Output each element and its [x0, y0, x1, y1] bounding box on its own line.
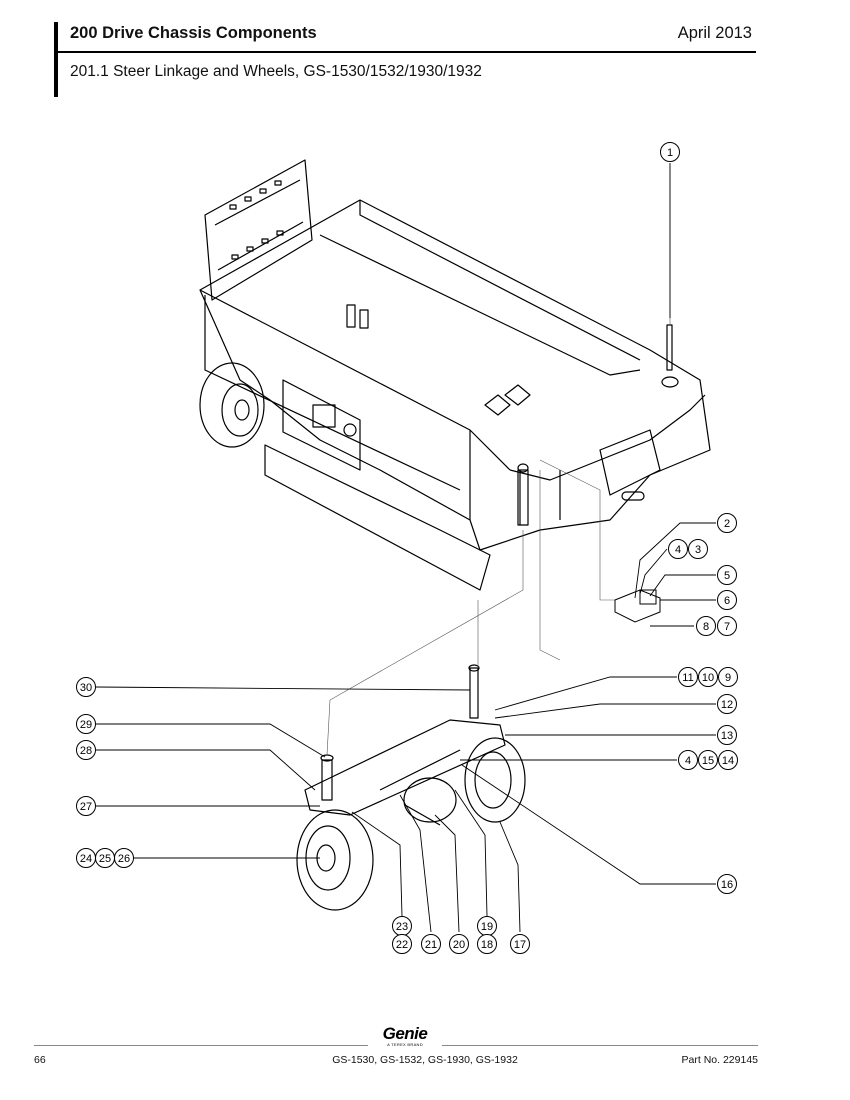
- callout-26: 26: [114, 848, 134, 868]
- footer-models: GS-1530, GS-1532, GS-1930, GS-1932: [332, 1054, 518, 1066]
- callout-4a: 4: [668, 539, 688, 559]
- callout-17: 17: [510, 934, 530, 954]
- callout-14: 14: [718, 750, 738, 770]
- svg-text:16: 16: [721, 879, 733, 891]
- callout-13: 13: [717, 725, 737, 745]
- callout-22: 22: [392, 934, 412, 954]
- page-number: 66: [34, 1054, 46, 1066]
- callout-5: 5: [717, 565, 737, 585]
- callout-19: 19: [477, 916, 497, 936]
- svg-text:9: 9: [725, 672, 731, 684]
- svg-text:4: 4: [675, 544, 681, 556]
- svg-text:5: 5: [724, 570, 730, 582]
- callout-27: 27: [76, 796, 96, 816]
- svg-text:26: 26: [118, 853, 130, 865]
- section-title: 200 Drive Chassis Components: [70, 24, 317, 42]
- callout-10: 10: [698, 667, 718, 687]
- svg-text:28: 28: [80, 745, 92, 757]
- callout-23: 23: [392, 916, 412, 936]
- leader-lines: [95, 163, 716, 933]
- header-date: April 2013: [677, 24, 752, 42]
- callout-3: 3: [688, 539, 708, 559]
- steer-axle-drawing: [296, 664, 526, 911]
- svg-text:12: 12: [721, 699, 733, 711]
- svg-text:20: 20: [453, 939, 465, 951]
- part-number: Part No. 229145: [681, 1054, 758, 1066]
- svg-text:2: 2: [724, 518, 730, 530]
- svg-text:3: 3: [695, 544, 701, 556]
- callout-2: 2: [717, 513, 737, 533]
- header-rule: [58, 51, 756, 53]
- relay-block: [614, 589, 661, 623]
- svg-text:29: 29: [80, 719, 92, 731]
- footer-rule-left: [34, 1045, 368, 1046]
- svg-text:22: 22: [396, 939, 408, 951]
- svg-text:21: 21: [425, 939, 437, 951]
- callout-30: 30: [76, 677, 96, 697]
- callout-25: 25: [95, 848, 115, 868]
- genie-logo: Genie A TEREX BRAND: [372, 1025, 438, 1047]
- callout-8: 8: [696, 616, 716, 636]
- callout-6: 6: [717, 590, 737, 610]
- svg-text:6: 6: [724, 595, 730, 607]
- svg-text:8: 8: [703, 621, 709, 633]
- callout-24: 24: [76, 848, 96, 868]
- callout-1: 1: [660, 142, 680, 162]
- svg-text:25: 25: [99, 853, 111, 865]
- svg-text:19: 19: [481, 921, 493, 933]
- svg-text:10: 10: [702, 672, 714, 684]
- svg-text:11: 11: [682, 672, 693, 684]
- svg-text:18: 18: [481, 939, 493, 951]
- svg-text:14: 14: [722, 755, 734, 767]
- step-holes: [229, 180, 284, 260]
- svg-text:4: 4: [685, 755, 691, 767]
- callout-9: 9: [718, 667, 738, 687]
- callout-4b: 4: [678, 750, 698, 770]
- footer-rule-right: [442, 1045, 758, 1046]
- logo-tagline: A TEREX BRAND: [387, 1042, 423, 1047]
- callout-29: 29: [76, 714, 96, 734]
- svg-text:23: 23: [396, 921, 408, 933]
- logo-wordmark: Genie: [382, 1024, 428, 1043]
- callout-28: 28: [76, 740, 96, 760]
- assembly-lines: [326, 165, 671, 756]
- callout-7: 7: [717, 616, 737, 636]
- svg-text:30: 30: [80, 682, 92, 694]
- chassis-drawing: [199, 159, 711, 591]
- svg-text:24: 24: [80, 853, 92, 865]
- svg-text:7: 7: [724, 621, 730, 633]
- page-subtitle: 201.1 Steer Linkage and Wheels, GS-1530/…: [70, 63, 482, 80]
- callout-15: 15: [698, 750, 718, 770]
- callout-16: 16: [717, 874, 737, 894]
- svg-text:15: 15: [702, 755, 714, 767]
- callout-20: 20: [449, 934, 469, 954]
- svg-text:1: 1: [667, 147, 673, 159]
- callout-12: 12: [717, 694, 737, 714]
- svg-text:13: 13: [721, 730, 733, 742]
- callout-18: 18: [477, 934, 497, 954]
- svg-text:27: 27: [80, 801, 92, 813]
- sidebar-rule: [54, 22, 58, 97]
- svg-text:17: 17: [514, 939, 526, 951]
- callout-bubbles: 1 2 4 3 5 6 8 7 11 10 9 12 13 4 15 14 16…: [76, 142, 738, 954]
- callout-11: 11: [678, 667, 698, 687]
- callout-21: 21: [421, 934, 441, 954]
